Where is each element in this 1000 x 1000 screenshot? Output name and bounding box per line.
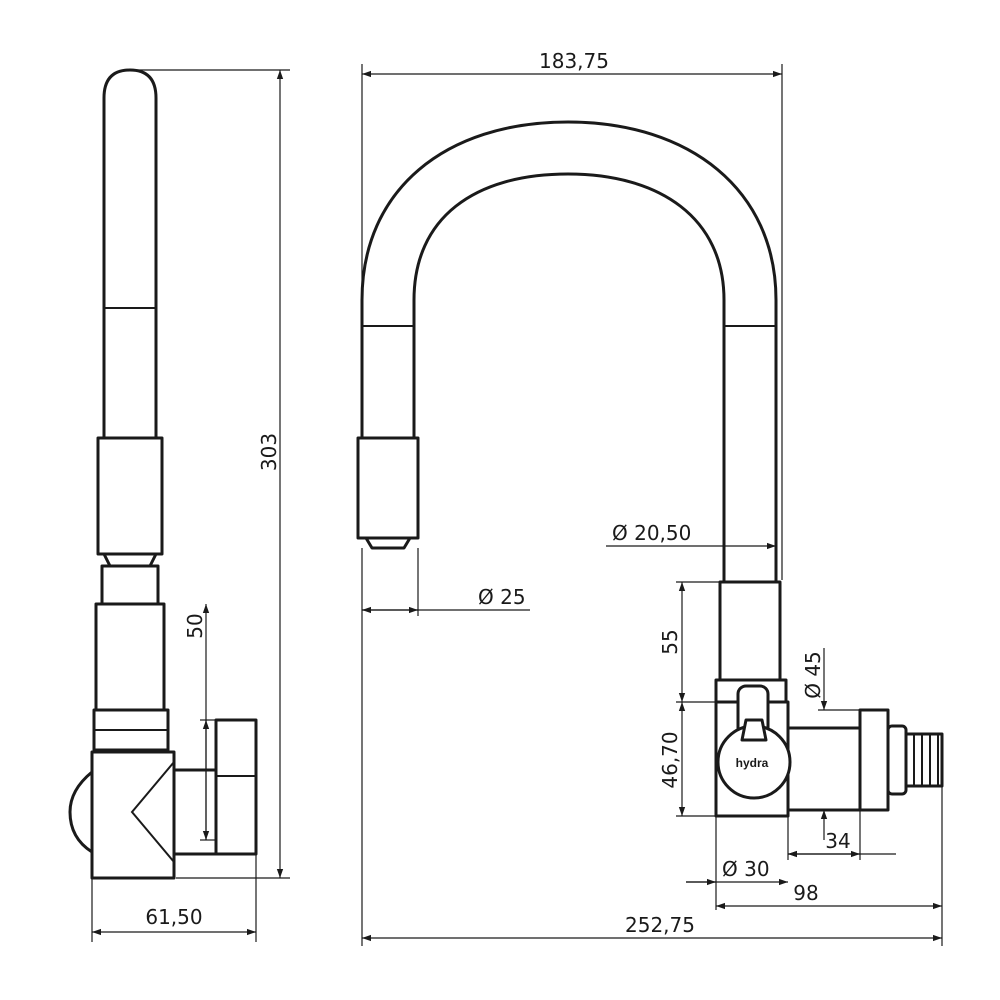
side-outlet-flange [214, 718, 258, 856]
dim-label-base-segment: 50 [183, 613, 207, 638]
front-outlet-pipe [786, 726, 862, 812]
front-nozzle-tip [364, 536, 412, 550]
front-outlet-flange [858, 708, 890, 812]
side-view: 303 50 61,50 [68, 68, 290, 942]
dim-label-overall-width: 252,75 [625, 913, 695, 937]
dim-label-nozzle-diameter: Ø 25 [478, 585, 526, 609]
side-lower-tube [100, 564, 160, 606]
front-thread-nut [886, 724, 908, 796]
dim-label-overall-height: 303 [257, 433, 281, 471]
side-handle-disc [68, 770, 94, 854]
side-outlet-block [172, 768, 222, 856]
dim-label-hose-diameter: Ø 20,50 [612, 521, 691, 545]
side-valve-chamfer [130, 761, 175, 863]
side-stem [94, 602, 166, 712]
dim-label-side-depth: 61,50 [145, 905, 202, 929]
front-thread-connector [904, 732, 944, 788]
dim-label-body-length: 46,70 [658, 731, 682, 788]
dim-label-handle-diameter: Ø 30 [722, 857, 770, 881]
brand-logo: hydra [736, 756, 769, 770]
front-nozzle-collar [356, 436, 420, 540]
dim-label-projection: 98 [793, 881, 818, 905]
side-valve-body [90, 750, 176, 880]
front-gooseneck-spout [360, 120, 778, 584]
side-spout-tube [102, 68, 158, 440]
dim-label-body-height: 55 [658, 629, 682, 654]
dim-label-thread-length: 34 [825, 829, 850, 853]
side-nozzle-collar [96, 436, 164, 556]
front-riser-body [718, 580, 782, 682]
front-view: hydra 183,75 Ø 20,50 Ø 25 55 46,70 Ø 45 [356, 49, 944, 946]
dim-label-spout-width: 183,75 [539, 49, 609, 73]
front-handle-cap [740, 718, 768, 742]
side-neck-ring [102, 552, 158, 568]
dim-label-flange-diameter: Ø 45 [801, 651, 825, 699]
